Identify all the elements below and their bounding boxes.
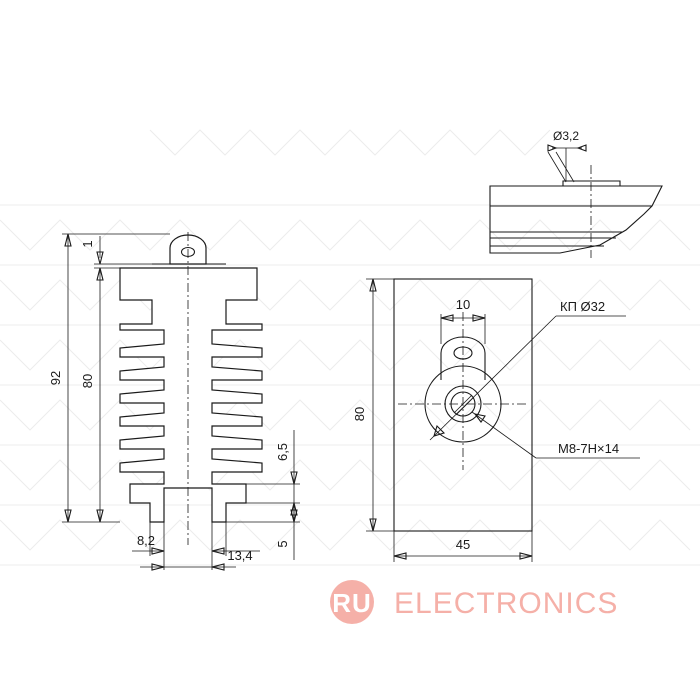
dim-top-gap: 1 <box>80 240 95 247</box>
dim-body-height: 80 <box>80 374 95 388</box>
dim-panel-height: 80 <box>352 407 367 421</box>
dim-base-step: 5 <box>275 540 290 547</box>
dim-hole-spacing: 10 <box>456 297 470 312</box>
dim-base-width: 13,4 <box>227 548 252 563</box>
section-detail-view: Ø3,2 <box>489 129 663 258</box>
base-panel-view: 10 КП Ø32 M8-7H×14 80 45 <box>352 278 640 562</box>
dim-fin-pitch: 6,5 <box>275 443 290 461</box>
contact-pad-circle <box>424 365 502 443</box>
dim-panel-width: 45 <box>456 537 470 552</box>
heatsink-side-view: 92 80 1 6,5 5 8,2 <box>48 232 300 571</box>
dim-slot-width: 8,2 <box>137 533 155 548</box>
base-panel <box>393 278 533 532</box>
thread-inner <box>450 391 476 417</box>
dim-mount-hole: Ø3,2 <box>553 129 579 143</box>
watermark-logo: RU ELECTRONICS <box>330 580 618 624</box>
watermark-badge: RU <box>332 588 372 618</box>
background-pattern <box>0 129 700 566</box>
label-thread: M8-7H×14 <box>558 441 619 456</box>
watermark-text: ELECTRONICS <box>394 587 618 620</box>
thread-outer <box>444 385 482 423</box>
dim-overall-height: 92 <box>48 371 63 385</box>
heatsink-profile <box>119 267 263 523</box>
label-contact-pad: КП Ø32 <box>560 299 605 314</box>
